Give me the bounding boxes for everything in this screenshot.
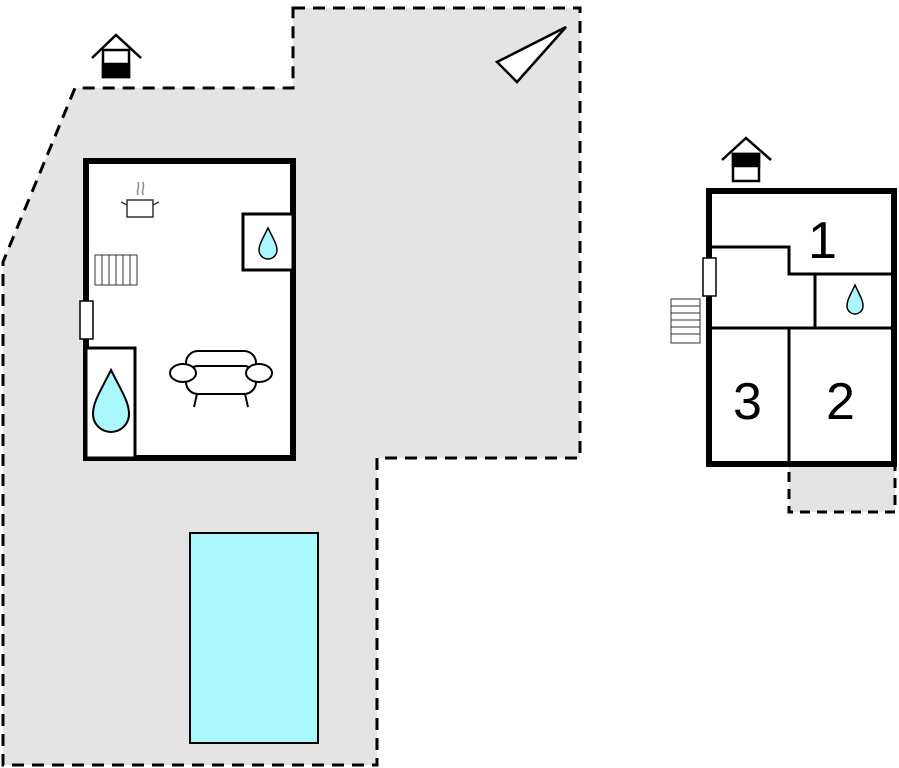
swimming-pool <box>189 532 319 744</box>
annex-interior-walls <box>709 245 894 464</box>
annex-terrace-area <box>787 463 897 514</box>
room-number-3: 3 <box>733 373 762 431</box>
room-number-2: 2 <box>826 373 855 431</box>
door-icon-annex <box>702 257 717 297</box>
north-arrow-icon <box>494 25 567 84</box>
bathroom-nook <box>241 212 295 272</box>
water-drop-icon-annex <box>846 283 864 315</box>
shower-drop-icon <box>91 367 131 433</box>
room-number-1: 1 <box>808 212 837 270</box>
sofa-icon <box>169 350 273 408</box>
radiator-icon <box>94 254 138 286</box>
cooking-pot-icon <box>120 181 160 218</box>
stairs-icon <box>670 298 701 344</box>
house-entrance-icon-annex <box>721 136 772 183</box>
door-icon <box>79 300 94 340</box>
water-drop-icon <box>258 226 278 260</box>
house-entrance-icon <box>91 33 142 79</box>
